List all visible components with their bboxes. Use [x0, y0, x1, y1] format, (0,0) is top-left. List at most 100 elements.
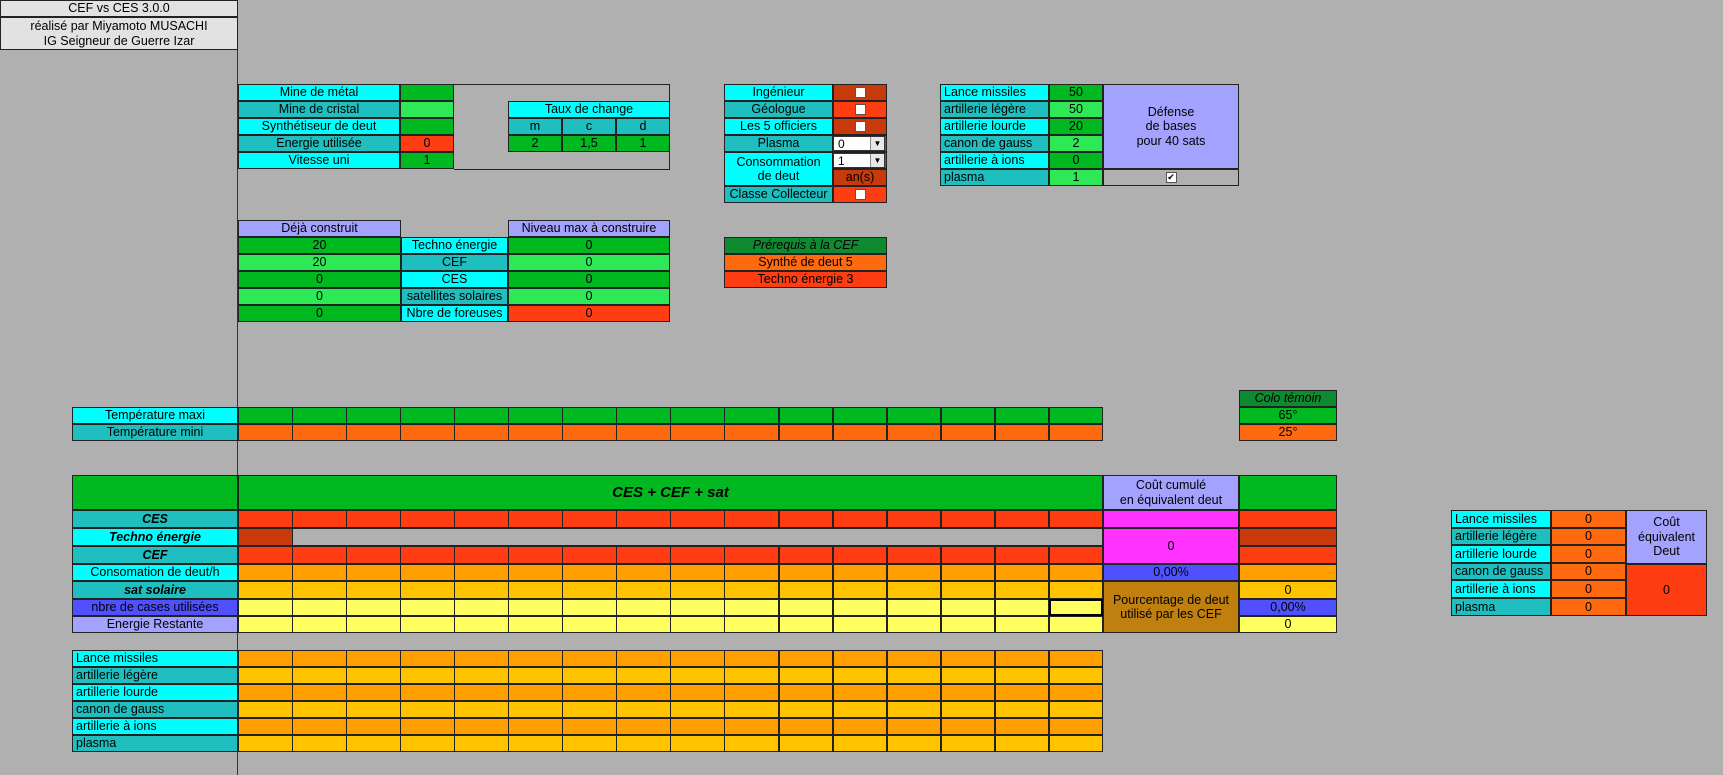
bottom-grid-cell	[940, 701, 996, 718]
bottom-grid-cell	[994, 667, 1050, 684]
main-grid-cell	[1048, 616, 1104, 633]
main-grid-cell	[454, 616, 509, 633]
conso-select[interactable]: 1 ▼	[833, 153, 885, 168]
bottom-grid-cell	[400, 718, 455, 735]
officer-geologue-checkbox[interactable]	[833, 101, 887, 118]
checkbox-icon[interactable]	[854, 189, 866, 200]
header-author-line2: IG Seigneur de Guerre Izar	[43, 33, 195, 48]
bottom-grid-cell	[292, 650, 347, 667]
temp-max-cell	[292, 407, 347, 424]
defense-value[interactable]: 50	[1049, 84, 1103, 101]
temp-min-label: Température mini	[72, 424, 238, 441]
bottom-grid-cell	[1048, 667, 1104, 684]
main-grid-cell	[562, 564, 617, 581]
main-grid-cell	[346, 564, 401, 581]
bottom-row-label: Lance missiles	[72, 650, 238, 667]
mines-value[interactable]	[400, 101, 454, 118]
bottom-grid-cell	[994, 684, 1050, 701]
right-cell	[1239, 546, 1337, 564]
taux-value[interactable]: 2	[508, 135, 562, 152]
taux-header: c	[562, 118, 616, 135]
main-grid-cell	[724, 510, 779, 528]
main-grid-cell	[778, 510, 834, 528]
plasma-label: Plasma	[724, 135, 833, 152]
built-value[interactable]: 20	[238, 254, 401, 271]
chevron-down-icon[interactable]: ▼	[870, 154, 884, 167]
mines-value[interactable]: 1	[400, 152, 454, 169]
mines-value[interactable]	[400, 84, 454, 101]
bottom-grid-cell	[832, 650, 888, 667]
bottom-grid-cell	[292, 701, 347, 718]
equiv-label: artillerie légère	[1451, 528, 1551, 545]
bottom-grid-cell	[1048, 650, 1104, 667]
defense-value[interactable]: 50	[1049, 101, 1103, 118]
defense-value[interactable]: 20	[1049, 118, 1103, 135]
main-grid-cell	[292, 616, 347, 633]
equiv-title-line3: Deut	[1653, 544, 1680, 559]
equiv-value: 0	[1551, 580, 1626, 598]
bottom-grid-cell	[238, 718, 293, 735]
cout-header-line1: Coût cumulé	[1135, 478, 1207, 493]
bottom-grid-cell	[454, 735, 509, 752]
main-grid-cell	[832, 546, 888, 564]
main-grid-cell	[400, 564, 455, 581]
main-grid-cell	[346, 599, 401, 616]
colo-min[interactable]: 25°	[1239, 424, 1337, 441]
mines-label: Energie utilisée	[238, 135, 400, 152]
officer-all-checkbox[interactable]	[833, 118, 887, 135]
bottom-grid-cell	[1048, 701, 1104, 718]
taux-value[interactable]: 1	[616, 135, 670, 152]
main-grid-cell	[508, 546, 563, 564]
equiv-value: 0	[1551, 528, 1626, 545]
built-label: Nbre de foreuses	[401, 305, 508, 322]
temp-max-cell	[346, 407, 401, 424]
main-grid-cell	[724, 564, 779, 581]
officer-ingenieur-checkbox[interactable]	[833, 84, 887, 101]
built-value[interactable]: 0	[238, 271, 401, 288]
main-grid-cell	[454, 546, 509, 564]
built-value[interactable]: 0	[238, 305, 401, 322]
mines-value[interactable]	[400, 118, 454, 135]
bottom-grid-cell	[616, 735, 671, 752]
chevron-down-icon[interactable]: ▼	[870, 137, 884, 150]
bottom-grid-cell	[994, 650, 1050, 667]
bottom-grid-cell	[292, 684, 347, 701]
main-grid-cell	[994, 564, 1050, 581]
taux-value[interactable]: 1,5	[562, 135, 616, 152]
temp-max-cell	[238, 407, 293, 424]
main-grid-cell	[616, 599, 671, 616]
temp-max-cell	[886, 407, 942, 424]
main-grid-cell	[886, 616, 942, 633]
checkbox-icon[interactable]	[854, 104, 866, 115]
main-grid-cell	[454, 599, 509, 616]
bottom-grid-cell	[778, 684, 834, 701]
temp-min-cell	[562, 424, 617, 441]
checkmark-icon[interactable]: ✔	[1165, 172, 1177, 183]
collecteur-checkbox[interactable]	[833, 186, 887, 203]
bottom-grid-cell	[562, 684, 617, 701]
main-grid-cell	[616, 581, 671, 599]
main-grid-cell	[400, 599, 455, 616]
main-grid-cell	[238, 616, 293, 633]
main-grid-cell	[1048, 599, 1104, 616]
defense-plasma-checkbox[interactable]: ✔	[1103, 169, 1239, 186]
defense-value[interactable]: 2	[1049, 135, 1103, 152]
plasma-select[interactable]: 0 ▼	[833, 136, 885, 151]
built-value[interactable]: 20	[238, 237, 401, 254]
built-value[interactable]: 0	[238, 288, 401, 305]
equiv-label: canon de gauss	[1451, 563, 1551, 580]
main-grid-cell	[400, 581, 455, 599]
defense-value[interactable]: 0	[1049, 152, 1103, 169]
main-grid-cell	[616, 616, 671, 633]
bottom-grid-cell	[238, 701, 293, 718]
officer-geologue-label: Géologue	[724, 101, 833, 118]
colo-max[interactable]: 65°	[1239, 407, 1337, 424]
checkbox-icon[interactable]	[854, 121, 866, 132]
defense-label: plasma	[940, 169, 1049, 186]
main-right-header	[1239, 475, 1337, 510]
checkbox-icon[interactable]	[854, 87, 866, 98]
defense-value[interactable]: 1	[1049, 169, 1103, 186]
temp-max-cell	[400, 407, 455, 424]
bottom-grid-cell	[616, 667, 671, 684]
bottom-grid-cell	[940, 650, 996, 667]
